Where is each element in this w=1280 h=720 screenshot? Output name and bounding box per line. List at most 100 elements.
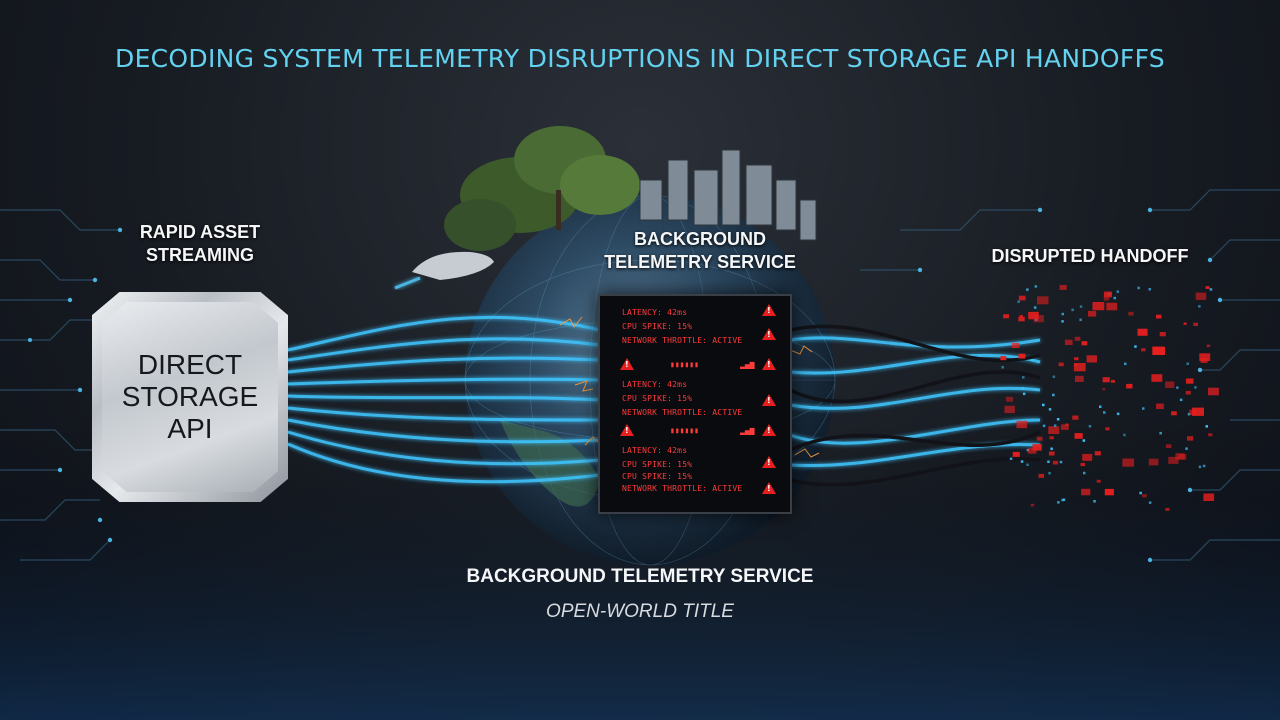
label-telemetry-service-bottom: BACKGROUND TELEMETRY SERVICE bbox=[466, 566, 814, 587]
city-illustration bbox=[639, 149, 817, 241]
pixel-fragment bbox=[1088, 310, 1097, 317]
data-streams-in bbox=[287, 315, 601, 484]
label-disrupted-handoff: DISRUPTED HANDOFF bbox=[991, 246, 1189, 266]
pixel-fragment bbox=[1009, 457, 1013, 460]
telemetry-monitor: LATENCY: 42ms CPU SPIKE: 15% NETWORK THR… bbox=[598, 294, 792, 514]
circuit-dots-left bbox=[28, 227, 123, 543]
pixel-fragment bbox=[1103, 291, 1112, 298]
pixel-fragment bbox=[1208, 433, 1213, 437]
monitor-line: CPU SPIKE: 15% bbox=[622, 460, 693, 469]
pixel-fragment bbox=[1003, 314, 1009, 319]
pixel-fragment bbox=[1086, 355, 1097, 363]
pixel-fragment bbox=[1081, 488, 1091, 496]
main-title: DECODING SYSTEM TELEMETRY DISRUPTIONS IN… bbox=[115, 44, 1165, 73]
pixel-fragment bbox=[1202, 464, 1206, 468]
pixel-fragment bbox=[1205, 425, 1208, 428]
pixel-fragment bbox=[1189, 409, 1197, 415]
pixel-fragment bbox=[1048, 408, 1052, 411]
pixel-fragment bbox=[1020, 460, 1024, 463]
pixel-fragment bbox=[1165, 444, 1172, 449]
pixel-fragment bbox=[1049, 436, 1054, 440]
monitor-line: CPU SPIKE: 15% bbox=[622, 472, 693, 481]
pixel-fragment bbox=[1074, 336, 1081, 341]
pixel-fragment bbox=[1104, 488, 1114, 496]
pixel-fragment bbox=[1141, 348, 1146, 352]
pixel-fragment bbox=[1033, 315, 1044, 323]
pixel-fragment bbox=[1026, 288, 1029, 291]
pixel-fragment bbox=[1074, 357, 1079, 361]
label-telemetry-service-top: BACKGROUND TELEMETRY SERVICE bbox=[604, 229, 796, 272]
pixel-fragment bbox=[1004, 405, 1015, 414]
signal-bars-icon: ▂▄▆ bbox=[740, 426, 755, 435]
pixel-fragment bbox=[1113, 296, 1116, 300]
pixel-fragment bbox=[1057, 501, 1060, 504]
signal-bars-icon: ▮▮▮▮▮▮ bbox=[670, 426, 699, 435]
pixel-fragment bbox=[1012, 451, 1020, 457]
pixel-fragment bbox=[1179, 398, 1183, 402]
circuit-dots-right bbox=[917, 207, 1223, 563]
pixel-fragment bbox=[1073, 363, 1086, 372]
pixel-fragment bbox=[1006, 396, 1014, 402]
pixel-fragment bbox=[1194, 386, 1197, 389]
car-illustration bbox=[394, 251, 494, 290]
pixel-fragment bbox=[1081, 341, 1088, 346]
pixel-fragment bbox=[1186, 362, 1189, 365]
pixel-fragment bbox=[1018, 316, 1025, 322]
pixel-fragment bbox=[1122, 458, 1135, 467]
chip-label: DIRECT STORAGE API bbox=[121, 349, 259, 444]
pixel-fragment bbox=[1030, 359, 1034, 362]
pixel-fragment bbox=[1128, 311, 1134, 316]
pixel-fragment bbox=[1105, 427, 1110, 431]
pixel-fragment bbox=[1159, 332, 1166, 337]
pixel-fragment bbox=[1102, 388, 1106, 391]
pixel-fragment bbox=[1165, 381, 1175, 388]
warning-icon bbox=[762, 482, 776, 494]
pixel-fragment bbox=[1126, 383, 1133, 389]
pixel-fragment bbox=[1103, 411, 1106, 414]
warning-icon bbox=[762, 304, 776, 316]
pixel-fragment bbox=[1206, 344, 1211, 348]
label-rapid-asset-streaming: RAPID ASSET STREAMING bbox=[139, 222, 261, 265]
forest-illustration bbox=[444, 126, 640, 251]
pixel-fragment bbox=[1168, 456, 1179, 464]
pixel-fragment bbox=[1074, 375, 1084, 382]
monitor-line: LATENCY: 42ms bbox=[622, 308, 688, 317]
pixel-fragment bbox=[1062, 498, 1066, 501]
monitor-line: CPU SPIKE: 15% bbox=[622, 394, 693, 403]
pixel-fragment bbox=[1096, 479, 1101, 483]
pixel-fragment bbox=[1061, 320, 1064, 323]
pixel-fragment bbox=[1052, 375, 1056, 378]
pixel-fragment bbox=[1017, 300, 1020, 303]
pixel-fragment bbox=[1171, 411, 1177, 416]
pixel-fragment bbox=[1037, 296, 1049, 305]
pixel-fragment bbox=[1110, 379, 1115, 383]
pixel-fragment bbox=[1042, 424, 1046, 428]
pixel-fragment bbox=[1106, 302, 1118, 311]
monitor-line: LATENCY: 42ms bbox=[622, 446, 688, 455]
warning-icon bbox=[620, 358, 634, 370]
pixel-fragment bbox=[1052, 393, 1055, 397]
pixel-fragment bbox=[1011, 342, 1020, 348]
pixel-fragment bbox=[1205, 286, 1210, 289]
pixel-fragment bbox=[1193, 322, 1198, 326]
pixel-fragment bbox=[1061, 498, 1064, 502]
monitor-line: NETWORK THROTTLE: ACTIVE bbox=[622, 408, 743, 417]
warning-icon bbox=[762, 456, 776, 468]
pixel-fragment bbox=[1028, 447, 1037, 454]
pixel-fragment bbox=[1032, 444, 1042, 451]
disrupted-pixels bbox=[1000, 285, 1219, 511]
pixel-fragment bbox=[1061, 312, 1064, 316]
pixel-fragment bbox=[1042, 403, 1045, 407]
pixel-fragment bbox=[1021, 387, 1025, 390]
pixel-fragment bbox=[1026, 463, 1029, 466]
pixel-fragment bbox=[1030, 503, 1035, 507]
pixel-fragment bbox=[1208, 387, 1219, 396]
label-open-world-title: OPEN-WORLD TITLE bbox=[546, 601, 734, 622]
pixel-fragment bbox=[1000, 356, 1007, 361]
pixel-fragment bbox=[1059, 460, 1063, 464]
pixel-fragment bbox=[1058, 362, 1064, 367]
pixel-fragment bbox=[1048, 451, 1055, 456]
pixel-fragment bbox=[1137, 286, 1140, 290]
warning-icon bbox=[762, 394, 776, 406]
pixel-fragment bbox=[1209, 288, 1213, 291]
